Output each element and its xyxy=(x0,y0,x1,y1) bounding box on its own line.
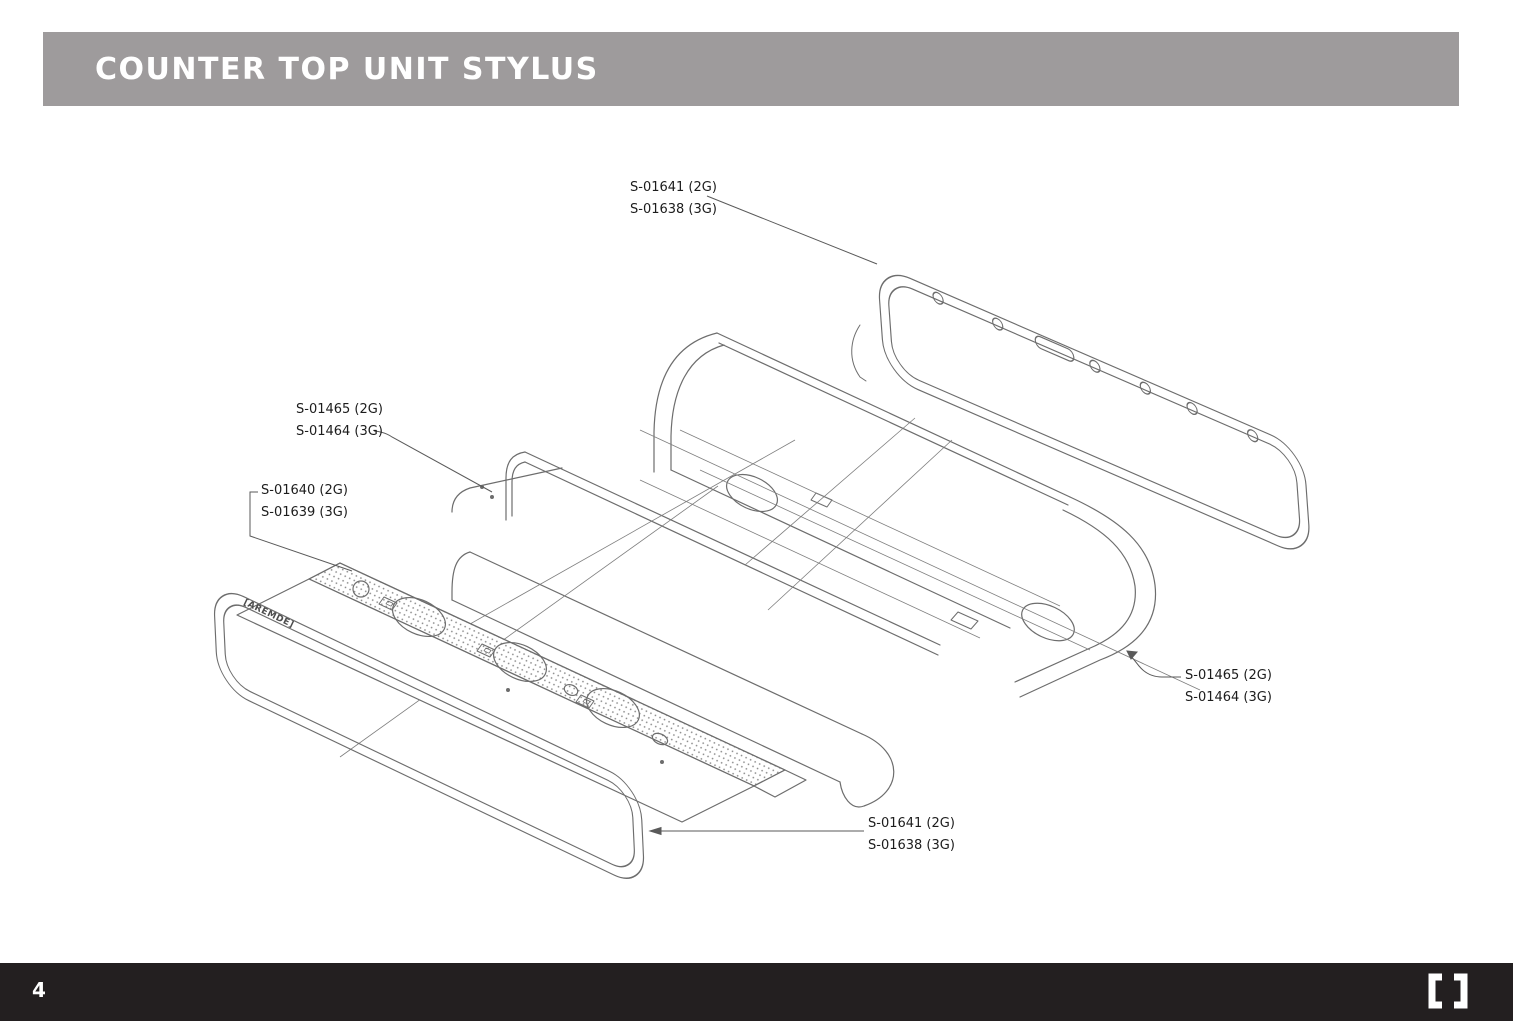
part-number: S-01464 (3G) xyxy=(1185,690,1272,705)
construction-lines xyxy=(339,417,1201,758)
page-number: 4 xyxy=(32,978,46,1002)
page-title-bar: COUNTER TOP UNIT STYLUS xyxy=(43,32,1459,106)
leader-chassis-left xyxy=(373,430,493,493)
footer-bar xyxy=(0,963,1513,1021)
leader-arrowhead xyxy=(648,826,662,836)
chassis-body-outline xyxy=(451,324,1157,808)
part-label-faceplate: S-01640 (2G) S-01639 (3G) xyxy=(261,480,348,524)
part-label-bottom-glass: S-01641 (2G) S-01638 (3G) xyxy=(868,813,955,857)
part-number: S-01638 (3G) xyxy=(630,202,717,217)
leader-lines xyxy=(249,195,1181,836)
leader-faceplate-bracket xyxy=(249,491,353,572)
part-label-top-glass: S-01641 (2G) S-01638 (3G) xyxy=(630,177,717,221)
part-number: S-01641 (2G) xyxy=(868,816,955,831)
faceplate-part: [AREMDE] xyxy=(236,562,807,823)
part-label-chassis-left: S-01465 (2G) S-01464 (3G) xyxy=(296,399,383,443)
part-number: S-01640 (2G) xyxy=(261,483,348,498)
bottom-glass-panel-part xyxy=(213,592,645,879)
part-number: S-01465 (2G) xyxy=(296,402,383,417)
leader-top-glass xyxy=(706,195,878,265)
part-number: S-01465 (2G) xyxy=(1185,668,1272,683)
part-number: S-01639 (3G) xyxy=(261,505,348,520)
part-number: S-01464 (3G) xyxy=(296,424,383,439)
top-glass-panel-part xyxy=(878,274,1310,550)
leader-arrowhead xyxy=(1126,650,1139,660)
bracket-logo-icon xyxy=(1428,973,1468,1009)
page-title: COUNTER TOP UNIT STYLUS xyxy=(95,51,599,87)
leader-chassis-right xyxy=(1126,650,1181,678)
part-label-chassis-right: S-01465 (2G) S-01464 (3G) xyxy=(1185,665,1272,709)
part-number: S-01641 (2G) xyxy=(630,180,717,195)
part-number: S-01638 (3G) xyxy=(868,838,955,853)
